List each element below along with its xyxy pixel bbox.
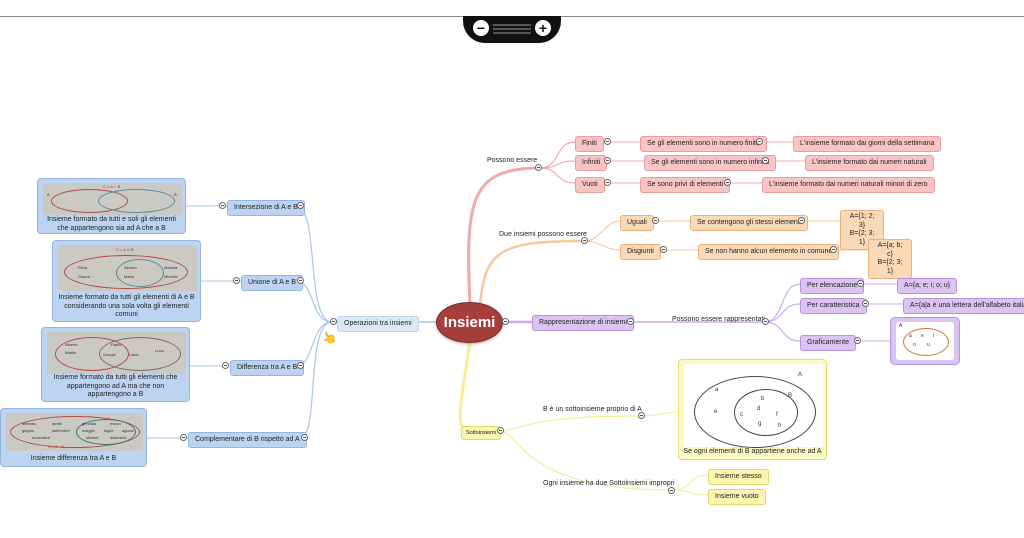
collapse-toggle[interactable] (330, 318, 337, 325)
complement-card[interactable]: C = A - B febbraio aprile gennaio marzo … (0, 408, 147, 467)
operations-node[interactable]: Operazioni tra insiemi (337, 316, 419, 332)
collapse-toggle[interactable] (857, 280, 864, 287)
type-vuoti[interactable]: Vuoti (575, 177, 605, 193)
difference-card[interactable]: Alberto Mattia Paolo Giorgio Carlo Luca … (41, 327, 190, 402)
type-uguali[interactable]: Uguali (620, 215, 654, 231)
collapse-toggle[interactable] (180, 434, 187, 441)
grip-icon (493, 24, 531, 26)
graficamente-node[interactable]: Graficamente (800, 335, 857, 351)
condition-disgiunti[interactable]: Se non hanno alcun elemento in comune (698, 244, 840, 260)
due-insiemi-label[interactable]: Due insiemi possono essere (499, 231, 587, 238)
collapse-toggle[interactable] (581, 237, 588, 244)
collapse-toggle[interactable] (762, 157, 769, 164)
complement-diagram-image: C = A - B febbraio aprile gennaio marzo … (6, 413, 143, 451)
complement-caption: Insieme differenza tra A e B (30, 455, 117, 462)
vowel-set-diagram-image: A a e i o u (896, 322, 954, 360)
zoom-control: − + (463, 16, 561, 43)
type-infiniti[interactable]: Infiniti (575, 155, 608, 171)
rappresentazione-node[interactable]: Rappresentazione di insiemi (532, 315, 634, 331)
collapse-toggle[interactable] (297, 277, 304, 284)
collapse-toggle[interactable] (762, 318, 769, 325)
collapse-toggle[interactable] (668, 487, 675, 494)
collapse-toggle[interactable] (535, 164, 542, 171)
collapse-toggle[interactable] (854, 337, 861, 344)
condition-infiniti[interactable]: Se gli elementi sono in numero infinito (644, 155, 777, 171)
collapse-toggle[interactable] (798, 217, 805, 224)
central-topic[interactable]: Insiemi (436, 302, 503, 343)
improper-itself[interactable]: Insieme stesso (708, 469, 769, 485)
collapse-toggle[interactable] (233, 277, 240, 284)
example-finiti[interactable]: L'insieme formato dai giorni della setti… (793, 136, 942, 152)
collapse-toggle[interactable] (627, 318, 634, 325)
proper-subset-label[interactable]: B è un sottoinsieme proprio di A (543, 406, 642, 413)
collapse-toggle[interactable] (297, 362, 304, 369)
collapse-toggle[interactable] (660, 246, 667, 253)
improper-subsets-label[interactable]: Ogni insieme ha due Sottoinsiemi impropr… (543, 480, 675, 487)
intersection-caption: Insieme formato da tutti e soli gli elem… (47, 216, 176, 232)
subset-venn-diagram-image: A B a e b c d f g h (684, 364, 823, 448)
example-disgiunti[interactable]: A={a; b; c}B={2; 3; 1} (868, 239, 912, 279)
type-finiti[interactable]: Finiti (575, 136, 604, 152)
union-card[interactable]: C = A ∪ B Piera Gianni Alberto Mario Mar… (52, 240, 201, 322)
collapse-toggle[interactable] (604, 138, 611, 145)
condition-vuoti[interactable]: Se sono privi di elementi (640, 177, 731, 193)
zoom-out-button[interactable]: − (473, 20, 489, 36)
collapse-toggle[interactable] (497, 427, 504, 434)
per-elencazione-node[interactable]: Per elencazione (800, 278, 865, 294)
example-vuoti[interactable]: L'insieme formato dai numeri naturali mi… (762, 177, 935, 193)
union-node[interactable]: Unione di A e B (241, 275, 303, 291)
condition-uguali[interactable]: Se contengono gli stessi elementi (690, 215, 809, 231)
difference-caption: Insieme formato da tutti gli elementi ch… (53, 374, 178, 398)
collapse-toggle[interactable] (297, 202, 304, 209)
collapse-toggle[interactable] (604, 179, 611, 186)
difference-node[interactable]: Differenza tra A e B (230, 360, 305, 376)
collapse-toggle[interactable] (604, 157, 611, 164)
graphic-representation-card[interactable]: A a e i o u (890, 317, 960, 365)
example-infiniti[interactable]: L'insieme formato dai numeri naturali (805, 155, 934, 171)
collapse-toggle[interactable] (638, 412, 645, 419)
sottoinsiemi-node[interactable]: Sottoinsiemi (461, 426, 501, 440)
intersection-node[interactable]: Intersezione di A e B (227, 200, 305, 216)
grip-icon (493, 28, 531, 30)
union-caption: Insieme formato da tutti gli elementi di… (58, 294, 195, 318)
collapse-toggle[interactable] (301, 434, 308, 441)
possono-rappresentati-label[interactable]: Possono essere rappresentati (672, 316, 765, 323)
collapse-toggle[interactable] (830, 246, 837, 253)
condition-finiti[interactable]: Se gli elementi sono in numero finito (640, 136, 767, 152)
per-caratteristica-node[interactable]: Per caratteristica (800, 298, 867, 314)
grip-icon (493, 32, 531, 34)
union-diagram-image: C = A ∪ B Piera Gianni Alberto Mario Mar… (58, 245, 197, 291)
subset-venn-caption: Se ogni elementi di B appartiene anche a… (683, 448, 822, 455)
collapse-toggle[interactable] (862, 300, 869, 307)
possono-essere-label[interactable]: Possono essere (487, 157, 538, 164)
intersection-diagram-image: C = A ∩ B A B (43, 183, 182, 215)
collapse-toggle[interactable] (756, 138, 763, 145)
complement-node[interactable]: Complementare di B rispetto ad A (188, 432, 307, 448)
type-disgiunti[interactable]: Disgiunti (620, 244, 661, 260)
zoom-in-button[interactable]: + (535, 20, 551, 36)
intersection-card[interactable]: C = A ∩ B A B Insieme formato da tutti e… (37, 178, 186, 234)
subset-venn-card[interactable]: A B a e b c d f g h Se ogni elementi di … (678, 359, 827, 460)
collapse-toggle[interactable] (724, 179, 731, 186)
collapse-toggle[interactable] (502, 318, 509, 325)
caratteristica-example[interactable]: A={a|a è una lettera dell'alfabeto itali… (903, 298, 1024, 314)
collapse-toggle[interactable] (219, 202, 226, 209)
collapse-toggle[interactable] (652, 217, 659, 224)
difference-diagram-image: Alberto Mattia Paolo Giorgio Carlo Luca (47, 332, 186, 374)
collapse-toggle[interactable] (222, 362, 229, 369)
elencazione-example[interactable]: A={a; e; i; o; u} (897, 278, 958, 294)
improper-empty[interactable]: Insieme vuoto (708, 489, 766, 505)
